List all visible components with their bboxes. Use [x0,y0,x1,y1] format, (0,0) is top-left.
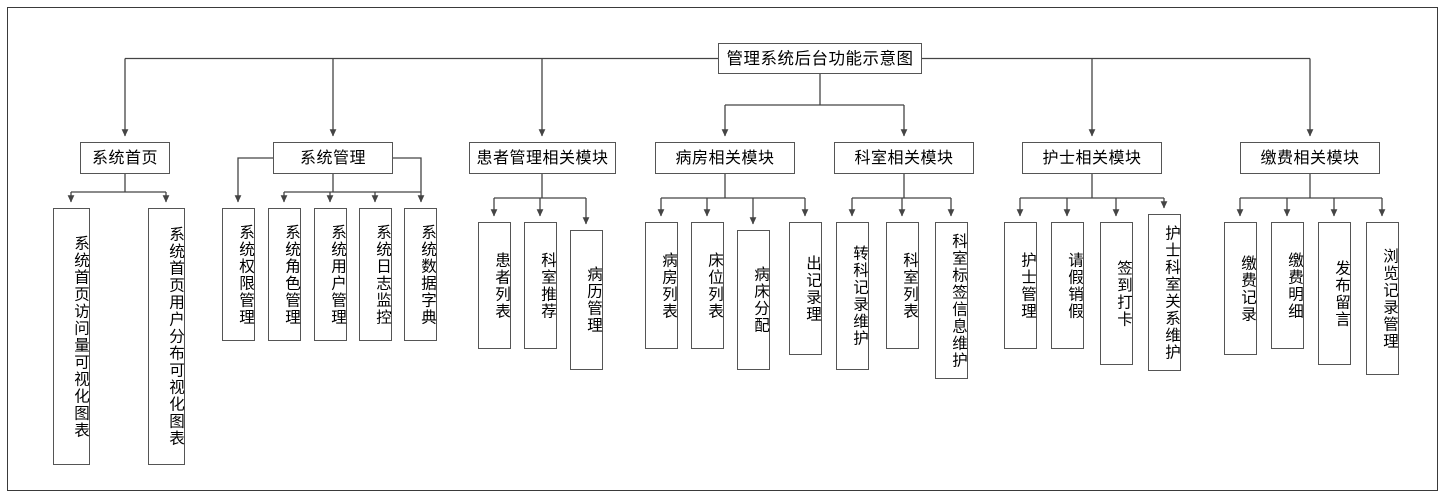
leaf-node[interactable]: 患者列表 [478,222,511,349]
leaf-node[interactable]: 发布留言 [1318,222,1351,365]
leaf-node[interactable]: 系统角色管理 [268,208,301,341]
leaf-node[interactable]: 系统权限管理 [222,208,255,341]
category-node[interactable]: 患者管理相关模块 [469,142,616,174]
leaf-node[interactable]: 转科记录维护 [836,222,869,370]
leaf-node[interactable]: 护士科室关系维护 [1148,214,1181,371]
category-node[interactable]: 病房相关模块 [655,142,795,174]
leaf-node[interactable]: 系统用户管理 [314,208,347,341]
category-node[interactable]: 科室相关模块 [834,142,974,174]
leaf-node[interactable]: 系统首页访问量可视化图表 [53,208,90,465]
leaf-node[interactable]: 出记录理 [789,222,822,355]
leaf-node[interactable]: 请假销假 [1051,222,1084,349]
leaf-node[interactable]: 签到打卡 [1100,222,1133,365]
category-node[interactable]: 系统管理 [273,142,393,174]
root-node-management-system[interactable]: 管理系统后台功能示意图 [718,43,922,74]
leaf-node[interactable]: 系统日志监控 [359,208,392,341]
leaf-node[interactable]: 科室推荐 [524,222,557,349]
leaf-node[interactable]: 床位列表 [691,222,724,349]
leaf-node[interactable]: 科室列表 [886,222,919,349]
category-node[interactable]: 缴费相关模块 [1240,142,1380,174]
leaf-node[interactable]: 病房列表 [645,222,678,349]
category-node[interactable]: 护士相关模块 [1022,142,1162,174]
leaf-node[interactable]: 护士管理 [1004,222,1037,349]
leaf-node[interactable]: 浏览记录管理 [1366,222,1399,375]
leaf-node[interactable]: 系统数据字典 [404,208,437,341]
leaf-node[interactable]: 科室标签信息维护 [935,222,968,379]
category-node[interactable]: 系统首页 [80,142,170,174]
leaf-node[interactable]: 系统首页用户分布可视化图表 [148,208,185,465]
leaf-node[interactable]: 病历管理 [570,230,603,370]
leaf-node[interactable]: 缴费记录 [1224,222,1257,355]
leaf-node[interactable]: 缴费明细 [1271,222,1304,349]
leaf-node[interactable]: 病床分配 [737,230,770,370]
